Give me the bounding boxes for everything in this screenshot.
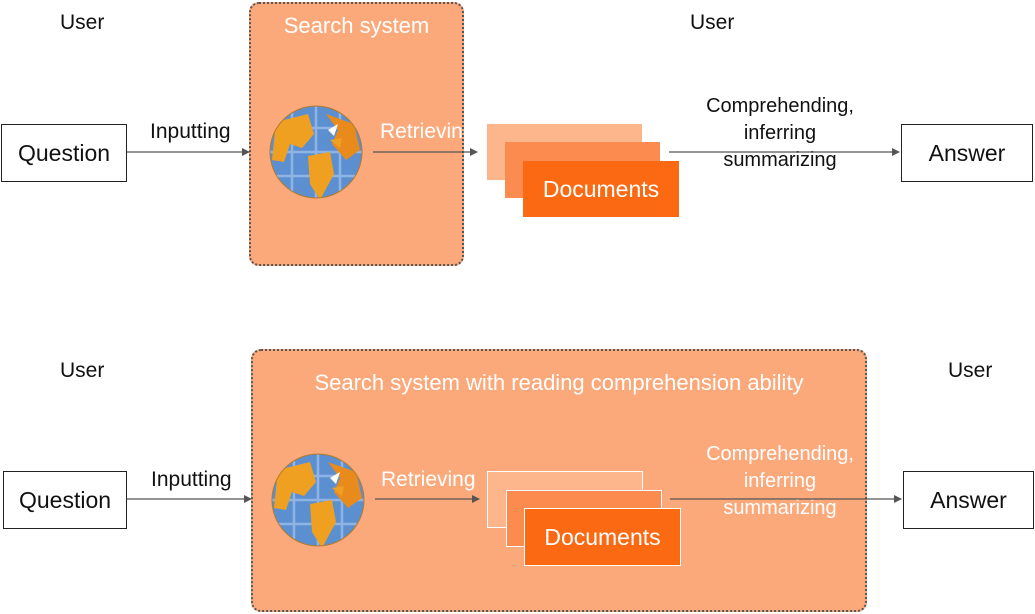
top-process-label: Comprehending, inferring summarizing [700,93,860,174]
top-inputting-label: Inputting [150,120,231,143]
bottom-process-label: Comprehending, inferring summarizing [700,441,860,522]
top-process-line-2: inferring [743,122,817,144]
bottom-process-line-3: summarizing [723,497,837,519]
top-user-left-label: User [60,11,105,34]
bottom-user-right-label: User [948,359,993,382]
top-panel-title: Search system [283,13,430,38]
bottom-inputting-label: Inputting [151,468,232,491]
bottom-process-line-2: inferring [743,470,817,492]
top-retrieving-label: Retrieving [380,120,475,143]
top-user-right-label: User [690,11,735,34]
top-answer-box: Answer [901,124,1033,182]
bottom-process-line-1: Comprehending, [706,443,854,465]
top-question-box: Question [1,124,127,182]
top-process-line-1: Comprehending, [706,95,854,117]
bottom-question-box: Question [3,471,127,529]
bottom-answer-box: Answer [903,471,1034,529]
bottom-user-left-label: User [60,359,105,382]
top-globe-icon [268,104,364,200]
top-process-line-3: summarizing [723,149,837,171]
bottom-globe-icon [270,452,366,548]
bottom-documents-box: Documents [524,508,681,566]
bottom-retrieving-label: Retrieving [381,468,476,491]
bottom-panel-title: Search system with reading comprehension… [314,370,804,395]
top-documents-box: Documents [523,161,679,217]
